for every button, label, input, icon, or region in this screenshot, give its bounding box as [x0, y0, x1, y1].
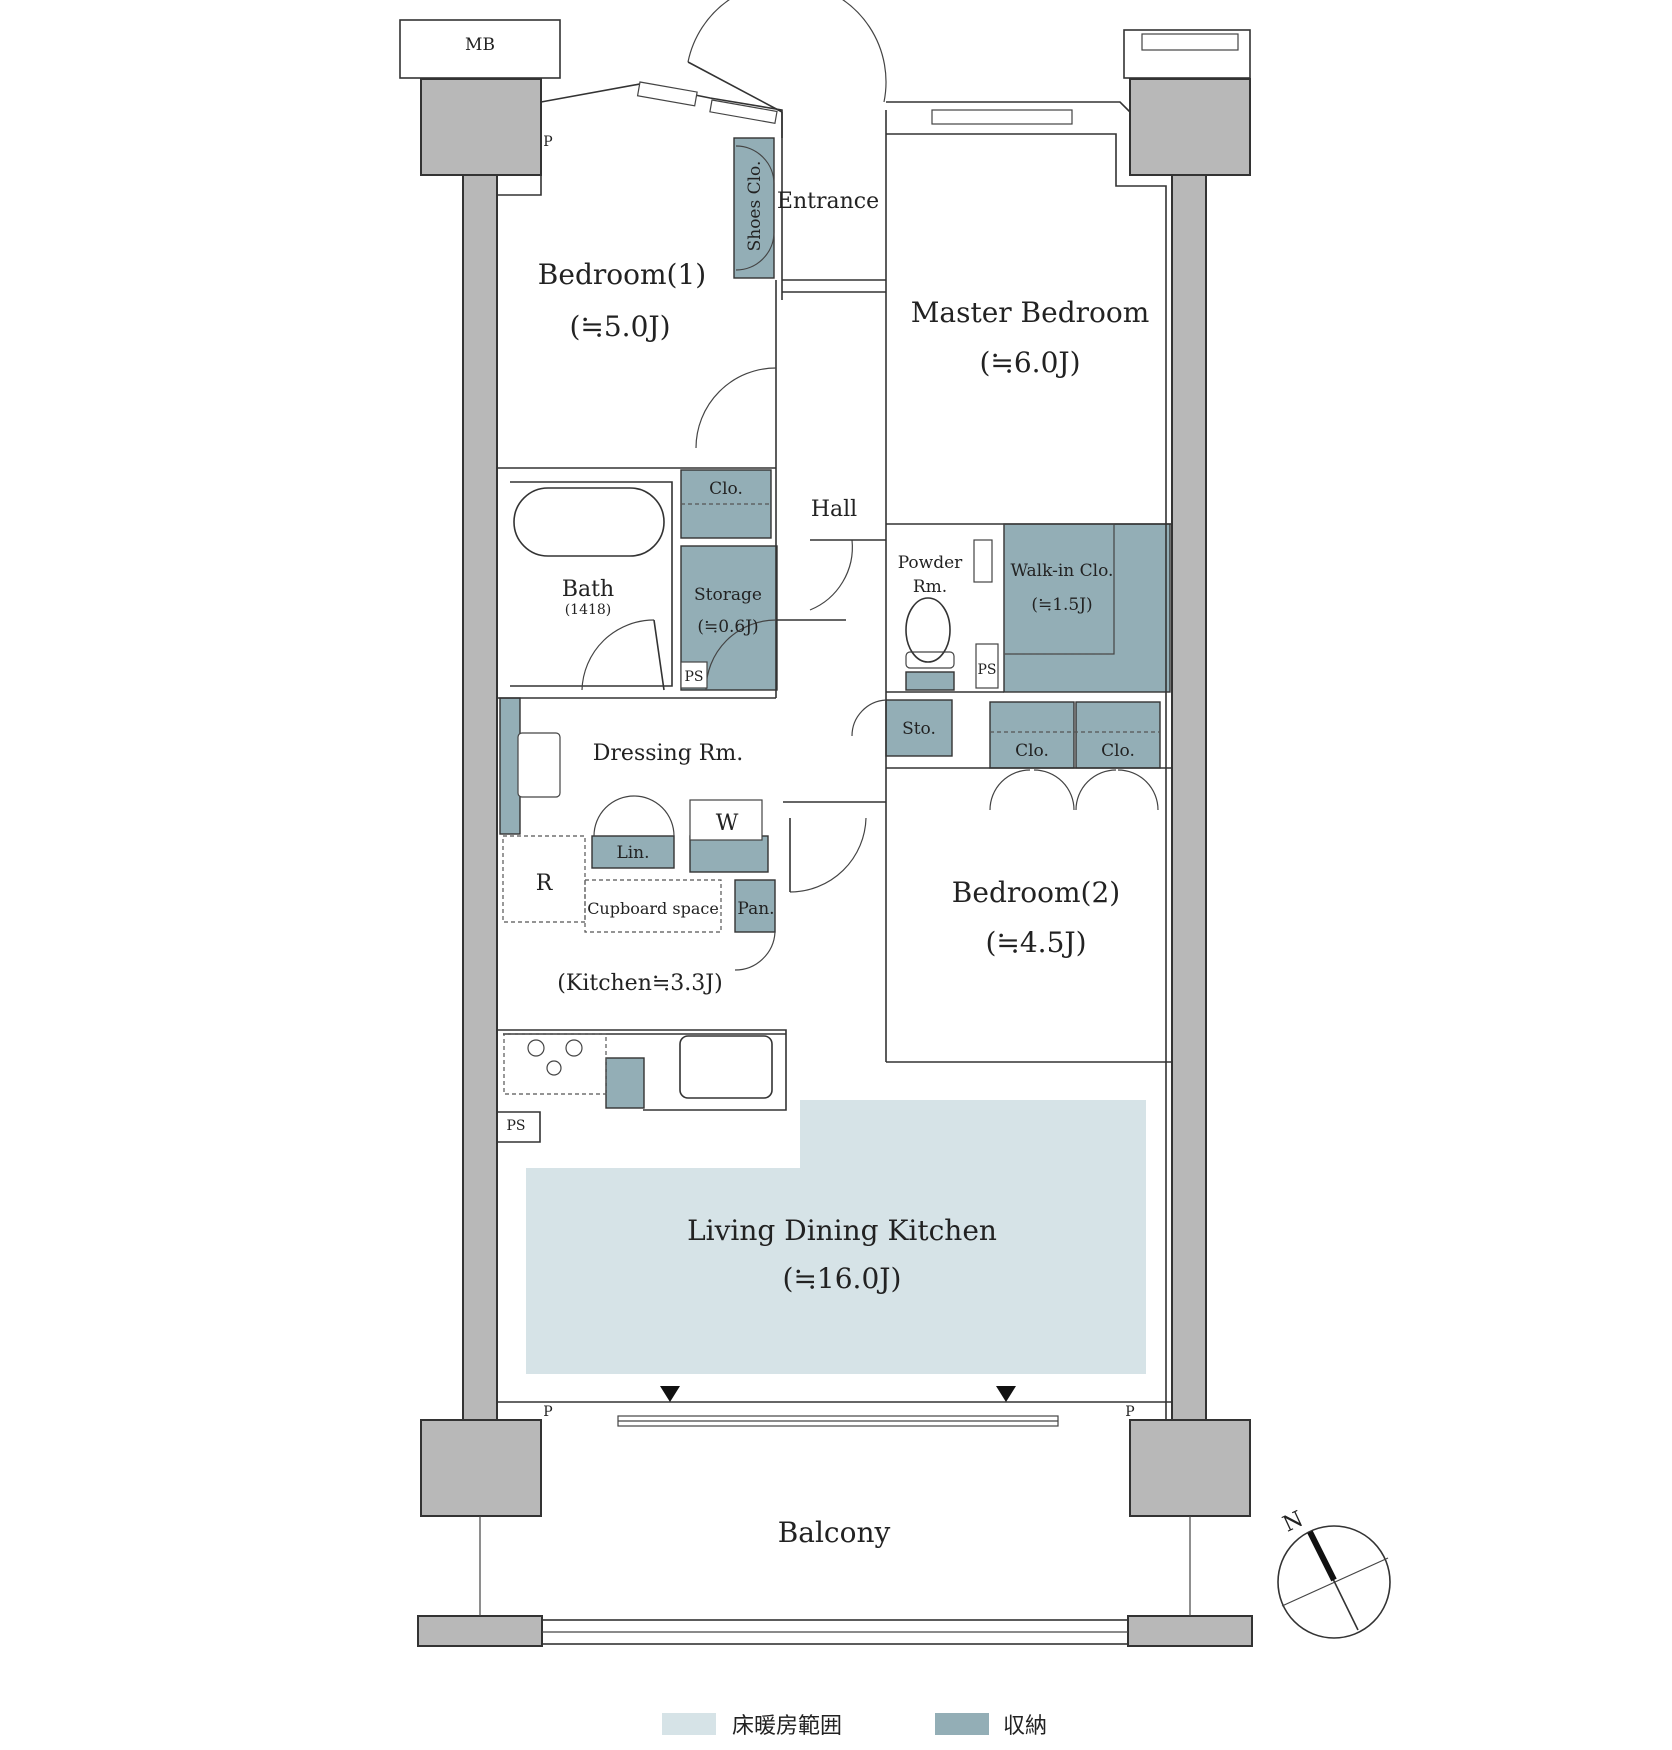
label-walkin-closet-size: (≒1.5J)	[1031, 595, 1092, 615]
label-balcony: Balcony	[778, 1516, 891, 1549]
label-mb: MB	[465, 35, 495, 55]
label-bedroom2-size: (≒4.5J)	[985, 926, 1086, 959]
kitchen-sink	[679, 1035, 773, 1099]
legend-floor-heating-swatch	[662, 1713, 716, 1735]
label-walkin-closet: Walk-in Clo.	[1011, 561, 1114, 581]
powder-sink	[973, 539, 993, 583]
label-closet1: Clo.	[709, 479, 743, 499]
sink-dressing	[517, 732, 561, 798]
outer-walls	[399, 19, 1253, 1647]
stove	[503, 1033, 607, 1095]
toilet-bowl	[905, 597, 951, 663]
label-ps-kitchen: PS	[506, 1118, 525, 1134]
legend-floor-heating-label: 床暖房範囲	[732, 1714, 842, 1739]
walkin-shelf	[1003, 523, 1115, 655]
door-swings	[581, 0, 1159, 971]
washer-box	[689, 799, 763, 841]
label-kitchen: (Kitchen≒3.3J)	[557, 971, 722, 996]
label-refrigerator: R	[536, 871, 554, 896]
label-bath: Bath	[562, 577, 614, 602]
legend-storage-swatch	[935, 1713, 989, 1735]
floor-heating-zone	[526, 1100, 1146, 1374]
label-bedroom2: Bedroom(2)	[952, 876, 1120, 909]
label-powder-room-2: Rm.	[913, 577, 947, 597]
ps-storage-box	[680, 661, 708, 689]
room-labels: MB Entrance Shoes Clo. Bedroom(1) (≒5.0J…	[465, 35, 1307, 1739]
ps-powder-box	[975, 643, 999, 689]
fixtures	[502, 487, 1160, 1099]
label-master-bedroom: Master Bedroom	[911, 296, 1150, 329]
label-sto: Sto.	[902, 719, 936, 739]
label-cupboard-space: Cupboard space	[587, 899, 719, 918]
burner-2	[565, 1039, 583, 1057]
label-dressing-room: Dressing Rm.	[593, 741, 743, 766]
label-shoes-closet: Shoes Clo.	[745, 161, 765, 252]
label-ldk-size: (≒16.0J)	[783, 1262, 902, 1295]
label-p-top: P	[543, 134, 552, 150]
compass-north-label: N	[1279, 1507, 1307, 1538]
label-ldk: Living Dining Kitchen	[687, 1214, 997, 1247]
toilet-tank	[905, 651, 955, 669]
label-bath-size: (1418)	[565, 602, 612, 618]
burner-1	[527, 1039, 545, 1057]
label-pantry: Pan.	[737, 899, 774, 919]
label-ps-storage: PS	[684, 669, 703, 685]
label-storage-size: (≒0.6J)	[697, 617, 758, 637]
legend-storage-label: 収納	[1003, 1714, 1047, 1739]
label-ps-powder: PS	[977, 662, 996, 678]
cupboard-space-box	[584, 879, 722, 933]
label-closet3: Clo.	[1101, 741, 1135, 761]
label-entrance: Entrance	[777, 189, 879, 214]
sliding-marker-left	[660, 1386, 680, 1402]
label-bedroom1-size: (≒5.0J)	[569, 310, 670, 343]
label-master-bedroom-size: (≒6.0J)	[979, 346, 1080, 379]
label-powder-room-1: Powder	[898, 553, 963, 573]
label-washer: W	[716, 811, 739, 836]
label-p-bottom-left: P	[543, 1404, 552, 1420]
label-p-bottom-right: P	[1125, 1404, 1134, 1420]
label-hall: Hall	[811, 497, 857, 522]
label-linen: Lin.	[616, 843, 649, 863]
burner-3	[546, 1060, 562, 1076]
label-bedroom1: Bedroom(1)	[538, 258, 706, 291]
sliding-marker-right	[996, 1386, 1016, 1402]
label-storage: Storage	[694, 585, 762, 605]
windows	[617, 81, 1073, 1427]
label-closet2: Clo.	[1015, 741, 1049, 761]
compass	[1277, 1525, 1391, 1639]
bathtub	[513, 487, 665, 557]
